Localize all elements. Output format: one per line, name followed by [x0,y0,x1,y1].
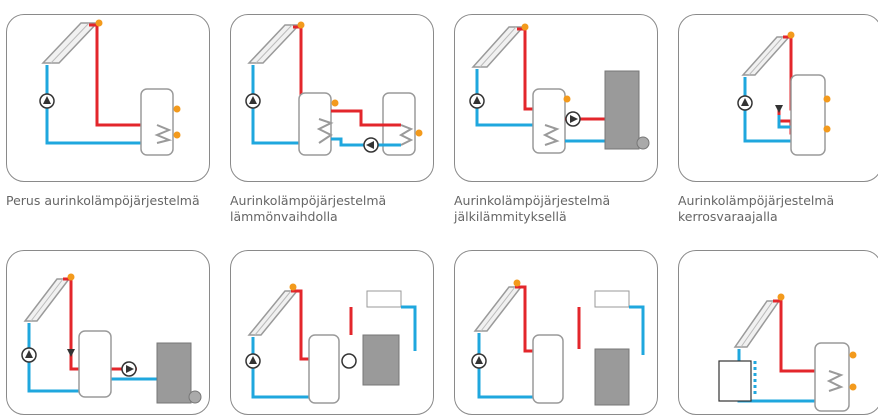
valve-icon [775,105,783,113]
pump-icon [341,353,357,369]
radiator-icon [366,290,402,308]
system-diagram-layered-storage[interactable] [678,14,878,182]
boiler-icon [156,342,192,404]
caption-basic-system: Perus aurinkolämpöjärjestelmä [6,193,200,208]
caption-auxiliary-heating-system: Aurinkolämpöjärjestelmä jälkilämmityksel… [454,193,611,224]
system-diagram-8[interactable] [678,250,878,415]
solar-collector-icon [41,22,99,64]
storage-tank-icon [140,88,174,156]
temperature-sensor-icon [95,19,103,27]
boiler-icon [594,348,630,406]
system-diagram-7[interactable] [454,250,658,415]
radiator-icon [594,290,630,308]
system-diagram-auxiliary-heating[interactable] [454,14,658,182]
system-diagram-6[interactable] [230,250,434,415]
system-diagram-heat-exchange[interactable] [230,14,434,182]
heat-exchanger-coil-icon [154,124,173,144]
boiler-icon [604,70,640,150]
caption-layered-storage-system: Aurinkolämpöjärjestelmä kerrosvaraajalla [678,193,835,224]
valve-icon [67,349,75,357]
system-diagram-basic[interactable] [6,14,210,182]
caption-heat-exchange-system: Aurinkolämpöjärjestelmä lämmönvaihdolla [230,193,387,224]
boiler-icon [362,334,400,386]
system-diagram-5[interactable] [6,250,210,415]
